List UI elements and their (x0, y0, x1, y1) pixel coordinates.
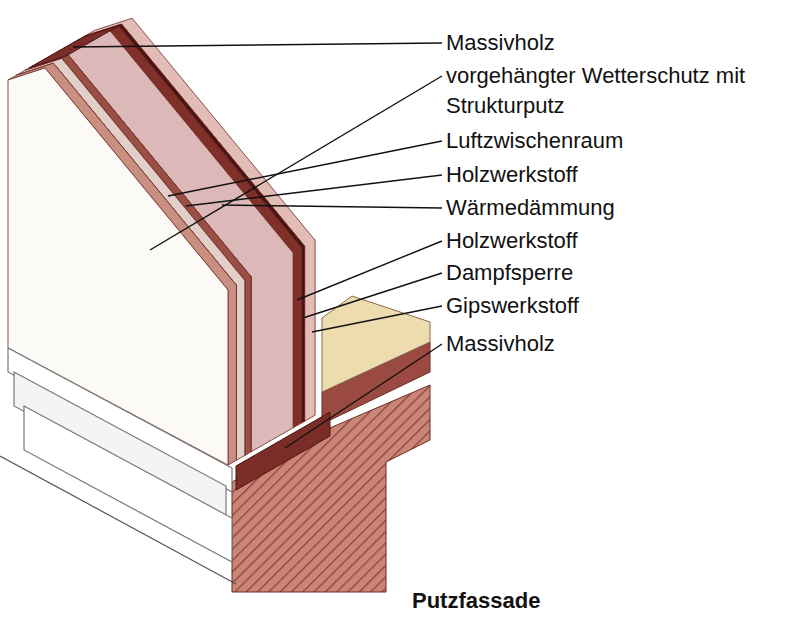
part-label: Holzwerkstoff (446, 226, 792, 256)
caption: Putzfassade (412, 588, 540, 614)
floor-surface (322, 296, 430, 392)
leader-lines (73, 43, 442, 448)
part-label: Dampfsperre (446, 258, 792, 288)
plinth (24, 406, 232, 562)
part-label: Gipswerkstoff (446, 291, 792, 321)
part-label: Wärmedämmung (446, 193, 792, 223)
part-label: Holzwerkstoff (446, 160, 792, 190)
part-label: vorgehängter Wetterschutz mit Strukturpu… (446, 61, 792, 121)
part-label: Luftzwischenraum (446, 126, 792, 156)
part-label: Massivholz (446, 329, 792, 359)
ground-line (0, 456, 236, 584)
part-label: Massivholz (446, 28, 792, 58)
